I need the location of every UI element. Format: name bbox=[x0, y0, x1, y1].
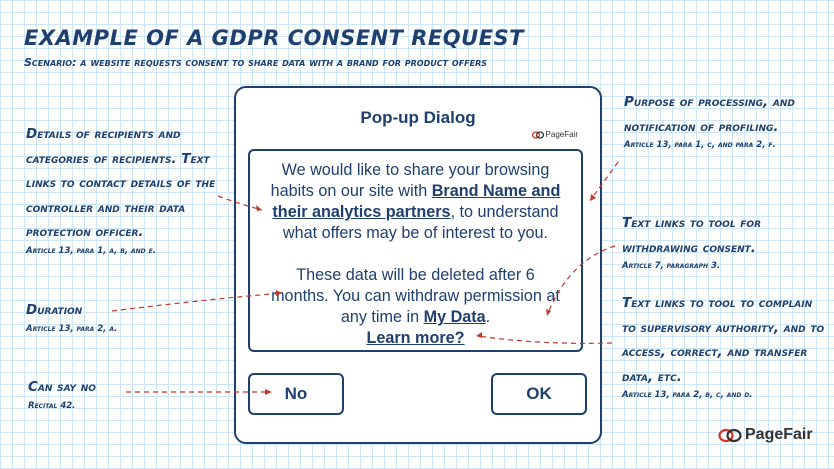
brand-logo: PageFair bbox=[718, 426, 813, 444]
annotation-text: Text links to tool to complain to superv… bbox=[622, 295, 825, 385]
annotation-text: Purpose of processing, and notification … bbox=[624, 94, 795, 135]
annotation-ref: Article 13, para 2, a. bbox=[26, 323, 118, 334]
paragraph-text: . bbox=[485, 308, 491, 326]
arrowhead-icon bbox=[276, 290, 282, 296]
dialog-logo-text: PageFair bbox=[545, 130, 578, 139]
arrow-withdraw bbox=[547, 245, 616, 314]
arrow-complain bbox=[477, 335, 613, 344]
annotation-text: Can say no bbox=[28, 379, 96, 395]
annotation-ref: Article 13, para 1, a, b, and e. bbox=[26, 245, 156, 256]
dialog-logo: PageFair bbox=[531, 130, 578, 139]
annotation-say-no: Can say no Recital 42. bbox=[28, 375, 228, 412]
annotation-complain: Text links to tool to complain to superv… bbox=[622, 291, 827, 401]
brand-logo-text: PageFair bbox=[745, 426, 813, 443]
pagefair-logo-icon bbox=[718, 428, 742, 442]
dialog-paragraph-sharing: We would like to share your browsing hab… bbox=[250, 160, 581, 244]
annotation-text: Details of recipients and categories of … bbox=[26, 126, 216, 240]
arrowhead-icon bbox=[590, 194, 596, 201]
annotation-ref: Recital 42. bbox=[28, 400, 76, 411]
arrowhead-icon bbox=[256, 205, 262, 211]
annotation-ref: Article 13, para 2, b, c, and d. bbox=[622, 390, 753, 400]
arrowhead-icon bbox=[476, 332, 482, 338]
annotation-ref: Article 13, para 1, c, and para 2, f. bbox=[624, 140, 776, 150]
annotation-duration: Duration Article 13, para 2, a. bbox=[26, 298, 226, 335]
popup-dialog: Pop-up Dialog PageFair We would like to … bbox=[234, 86, 602, 444]
paragraph-text: We would like to share your browsing hab… bbox=[270, 161, 550, 200]
brand-partners-link[interactable]: Brand Name and their analytics partners bbox=[272, 182, 561, 221]
dialog-message: We would like to share your browsing hab… bbox=[248, 149, 583, 352]
dialog-paragraph-retention: These data will be deleted after 6 month… bbox=[250, 265, 581, 349]
annotation-ref: Article 7, paragraph 3. bbox=[622, 261, 721, 271]
arrow-purpose bbox=[591, 161, 619, 199]
pagefair-logo-icon bbox=[531, 130, 544, 139]
arrow-recipients bbox=[217, 195, 263, 211]
paragraph-text: These data will be deleted after 6 month… bbox=[271, 266, 560, 326]
arrowhead-icon bbox=[265, 389, 272, 395]
no-button[interactable]: No bbox=[248, 373, 344, 415]
page-title: Example of a GDPR consent request bbox=[24, 26, 524, 50]
learn-more-link[interactable]: Learn more? bbox=[366, 329, 465, 347]
annotation-text: Duration bbox=[26, 302, 83, 318]
annotation-withdraw: Text links to tool for withdrawing conse… bbox=[622, 211, 827, 272]
annotation-purpose: Purpose of processing, and notification … bbox=[624, 90, 824, 151]
arrow-duration bbox=[111, 292, 283, 312]
my-data-link[interactable]: My Data bbox=[423, 308, 486, 326]
arrowhead-icon bbox=[546, 309, 551, 316]
ok-button[interactable]: OK bbox=[491, 373, 587, 415]
annotation-text: Text links to tool for withdrawing conse… bbox=[622, 215, 762, 256]
annotation-recipients: Details of recipients and categories of … bbox=[26, 122, 236, 257]
page-subtitle: Scenario: a website requests consent to … bbox=[24, 56, 488, 69]
dialog-title: Pop-up Dialog bbox=[360, 108, 476, 127]
paragraph-text: , to understand what offers may be of in… bbox=[282, 203, 559, 242]
